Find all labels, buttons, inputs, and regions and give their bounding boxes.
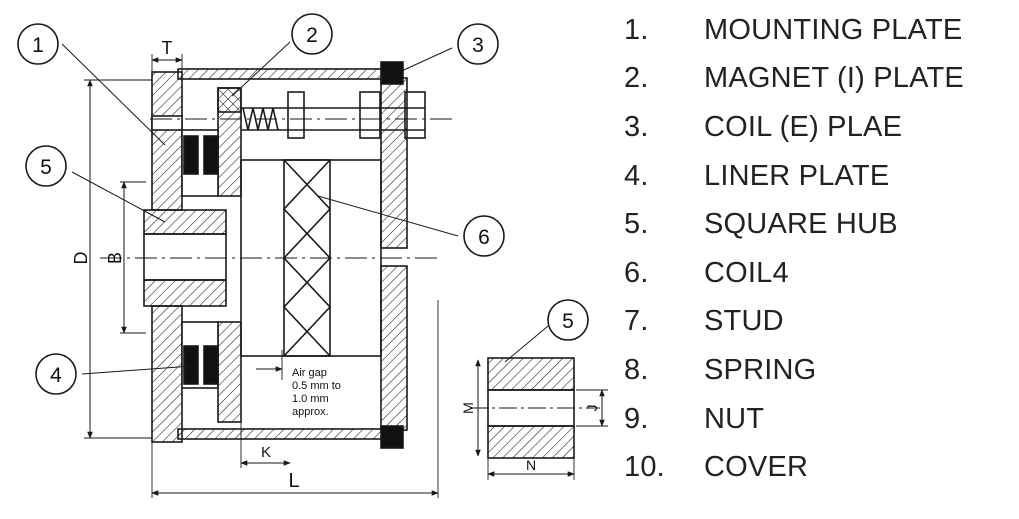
legend-number: 1. [624, 13, 649, 46]
leader-5b [504, 325, 549, 363]
liner-black-upper-2 [203, 135, 219, 175]
callout-5: 5 [40, 156, 52, 179]
legend-number: 10. [624, 451, 665, 484]
leader-2 [231, 41, 291, 97]
legend-label: LINER PLATE [704, 159, 890, 192]
mounting-plate-upper [151, 71, 183, 211]
cover-bottom [177, 428, 385, 440]
legend-label: STUD [704, 305, 784, 338]
square-hub-upper [143, 209, 227, 235]
legend-item: 5. SQUARE HUB [624, 200, 1016, 249]
square-hub-bore [143, 233, 227, 281]
magnet-plate-lower [217, 321, 242, 423]
callout-6: 6 [478, 226, 490, 249]
leader-6 [317, 195, 459, 237]
legend-label: SQUARE HUB [704, 208, 898, 241]
mounting-plate-lower [151, 305, 183, 443]
coil-plate-lower [380, 265, 408, 431]
nut-top [380, 61, 404, 85]
legend-item: 7. STUD [624, 298, 1016, 347]
legend-label: COIL4 [704, 256, 789, 289]
leader-5 [71, 171, 166, 223]
legend-number: 9. [624, 402, 649, 435]
legend-label: NUT [704, 402, 765, 435]
square-hub-lower [143, 279, 227, 307]
legend-number: 6. [624, 256, 649, 289]
callout-2: 2 [306, 24, 318, 47]
magnet-plate-top-block [217, 87, 242, 113]
legend-item: 1. MOUNTING PLATE [624, 6, 1016, 55]
dim-n-label: N [526, 457, 536, 473]
dim-l-label: L [288, 470, 299, 492]
callout-circle-4 [35, 353, 77, 395]
dim-t-label: T [162, 38, 173, 58]
legend-label: SPRING [704, 353, 817, 386]
legend-item: 10. COVER [624, 443, 1016, 492]
stud-nut-1 [287, 91, 305, 139]
stud-nut-3 [404, 91, 426, 139]
dim-d-label: D [71, 252, 91, 265]
legend-number: 2. [624, 62, 649, 95]
liner-black-upper [183, 135, 199, 175]
cover-top [177, 68, 385, 80]
liner-black-lower-2 [203, 345, 219, 385]
legend-label: MAGNET (I) PLATE [704, 62, 964, 95]
leader-3 [394, 47, 453, 75]
air-gap-line-2: 0.5 mm to [292, 380, 341, 392]
air-gap-line-3: 1.0 mm [292, 393, 329, 405]
stud-nut-2 [359, 91, 381, 139]
leader-4 [81, 365, 193, 375]
callout-circle-6 [463, 215, 505, 257]
callout-circle-3 [457, 23, 499, 65]
callout-circle-5 [25, 145, 67, 187]
callout-circle-5b [547, 299, 589, 341]
air-gap-line-4: approx. [292, 406, 329, 418]
coil-plate-upper [380, 77, 408, 249]
dim-m-label: M [460, 402, 476, 414]
callout-3: 3 [472, 34, 484, 57]
legend-label: MOUNTING PLATE [704, 13, 963, 46]
leader-1 [61, 43, 166, 146]
callout-circle-1 [17, 23, 59, 65]
nut-bottom [380, 425, 404, 449]
legend-label: COIL (E) PLAE [704, 110, 903, 143]
legend-item: 4. LINER PLATE [624, 152, 1016, 201]
legend-number: 7. [624, 305, 649, 338]
dim-k-label: K [261, 444, 271, 461]
legend-number: 4. [624, 159, 649, 192]
air-gap-line-1: Air gap [292, 367, 327, 379]
dim-b-label: B [105, 252, 125, 264]
legend-number: 5. [624, 208, 649, 241]
callout-circle-2 [291, 13, 333, 55]
hub-detail-bottom [487, 425, 575, 459]
dim-j-label: J [584, 405, 600, 412]
hub-detail-top [487, 357, 575, 391]
legend-item: 8. SPRING [624, 346, 1016, 395]
callout-5b: 5 [562, 310, 574, 333]
callout-1: 1 [32, 34, 44, 57]
legend-number: 8. [624, 353, 649, 386]
legend-item: 6. COIL4 [624, 249, 1016, 298]
parts-legend: 1. MOUNTING PLATE 2. MAGNET (I) PLATE 3. CO… [624, 6, 1016, 492]
callout-4: 4 [50, 364, 62, 387]
legend-label: COVER [704, 451, 809, 484]
liner-black-lower [183, 345, 199, 385]
mounting-plate-bore [151, 115, 183, 131]
legend-number: 3. [624, 110, 649, 143]
legend-item: 3. COIL (E) PLAE [624, 103, 1016, 152]
legend-item: 9. NUT [624, 395, 1016, 444]
legend-item: 2. MAGNET (I) PLATE [624, 55, 1016, 104]
